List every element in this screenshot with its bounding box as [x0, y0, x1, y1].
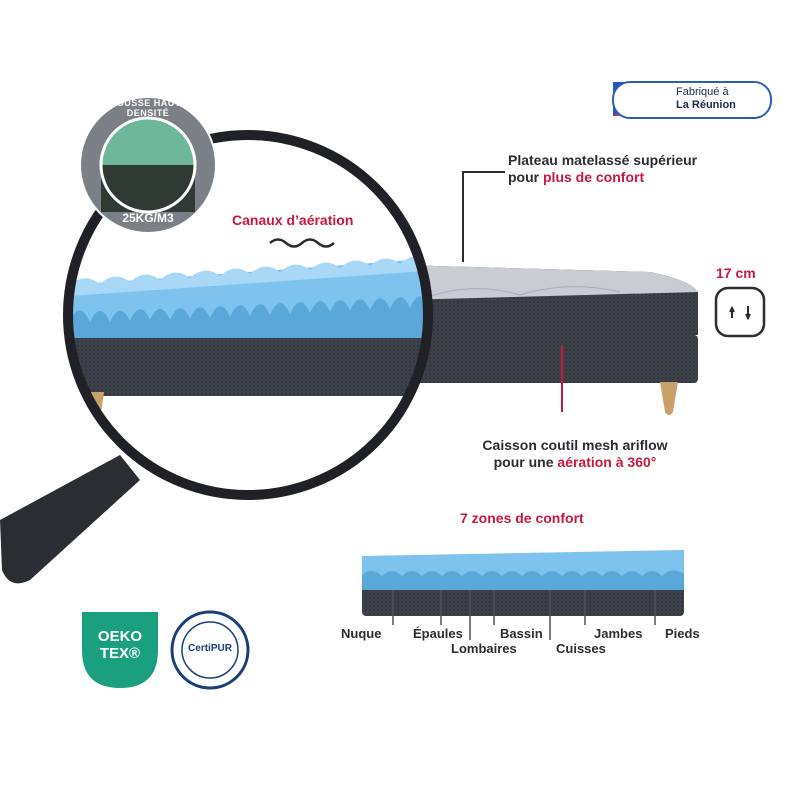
caisson-highlight: aération à 360° — [557, 454, 657, 470]
seal-title: MOUSSE HAUTE DENSITÉ — [108, 98, 188, 118]
fabrique-line1: Fabriqué à — [676, 86, 729, 98]
density-seal — [79, 96, 217, 234]
plateau-callout-line — [462, 171, 505, 262]
canaux-label: Canaux d’aération — [232, 212, 354, 228]
zones-mattress — [362, 550, 684, 640]
zone-jambes: Jambes — [594, 626, 643, 641]
certipur-text: CertiPUR — [188, 643, 232, 654]
height-icon — [714, 286, 766, 338]
magnifier-handle — [0, 455, 140, 584]
fabrique-line2: La Réunion — [676, 99, 736, 111]
zone-lombaires: Lombaires — [451, 641, 517, 656]
oeko-tex-logo — [82, 612, 158, 688]
caisson-label: Caisson coutil mesh ariflow pour une aér… — [456, 437, 694, 471]
oeko-text: OEKO TEX® — [84, 628, 156, 662]
plateau-line1: Plateau matelassé supérieur — [508, 152, 698, 168]
zone-bassin: Bassin — [500, 626, 543, 641]
zone-pieds: Pieds — [665, 626, 700, 641]
certipur-logo — [170, 610, 250, 690]
height-label: 17 cm — [716, 265, 756, 281]
caisson-line2-prefix: pour une — [493, 454, 558, 470]
bed-leg-right — [660, 382, 678, 415]
plateau-highlight: plus de confort — [543, 169, 645, 185]
magnifier-ring — [63, 130, 433, 500]
seal-density: 25KG/M3 — [122, 211, 174, 225]
zone-epaules: Épaules — [413, 626, 463, 641]
plateau-line2-prefix: pour — [508, 169, 543, 185]
oeko-line2: TEX® — [99, 645, 141, 662]
oeko-line1: OEKO — [97, 628, 143, 645]
zones-title: 7 zones de confort — [460, 510, 584, 526]
zone-cuisses: Cuisses — [556, 641, 606, 656]
wave-icon — [269, 238, 335, 248]
quilted-surface — [400, 265, 698, 300]
fabrique-badge: Fabriqué à La Réunion — [612, 81, 772, 119]
plateau-label: Plateau matelassé supérieur pour plus de… — [508, 152, 697, 186]
caisson-line1: Caisson coutil mesh ariflow — [482, 437, 668, 453]
zone-nuque: Nuque — [341, 626, 382, 641]
